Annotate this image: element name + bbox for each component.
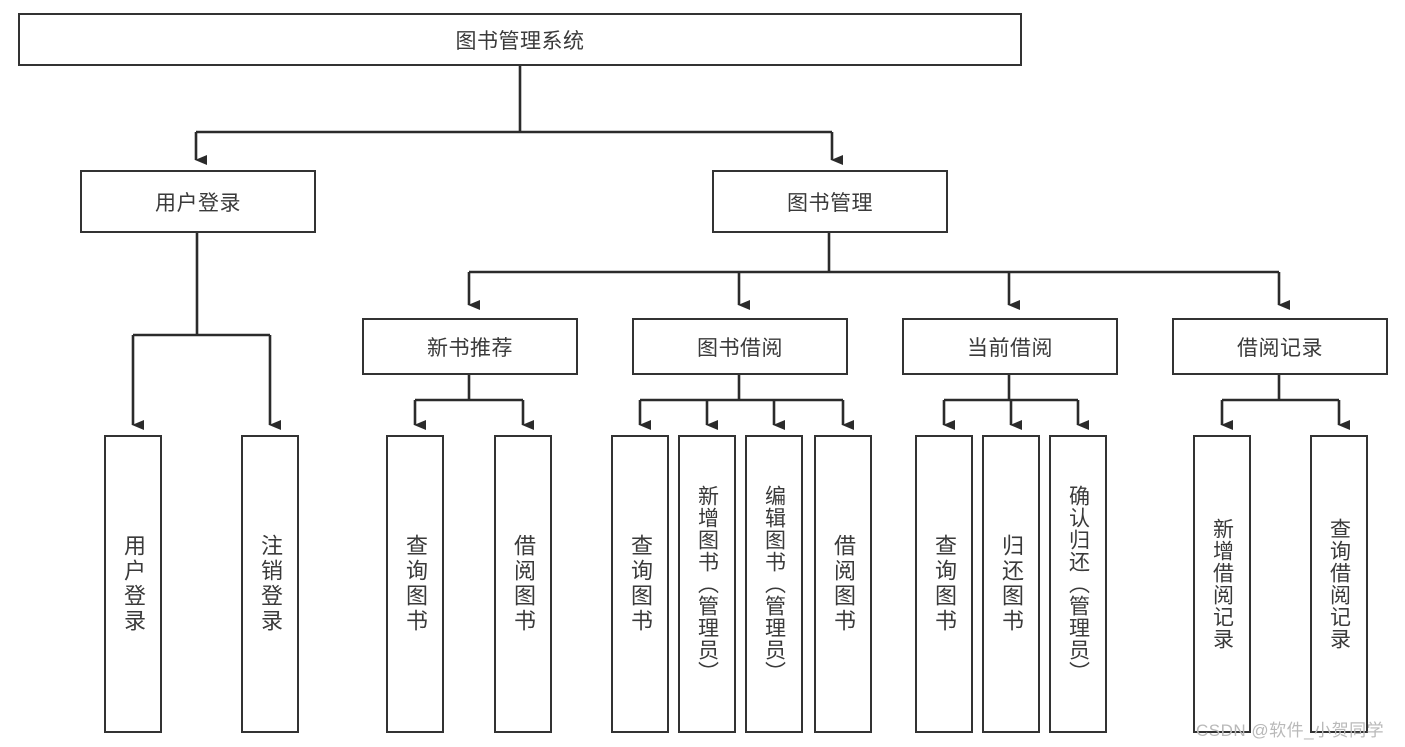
node-book-borrow[interactable]: 图书借阅	[632, 318, 848, 375]
leaf-borrowrecord-query-record[interactable]: 查询借阅记录	[1310, 435, 1368, 733]
leaf-user-login-signout[interactable]: 注销登录	[241, 435, 299, 733]
leaf-bookborrow-edit-book-admin[interactable]: 编辑图书（管理员）	[745, 435, 803, 733]
node-borrow-record[interactable]: 借阅记录	[1172, 318, 1388, 375]
leaf-currentborrow-query-book[interactable]: 查询图书	[915, 435, 973, 733]
leaf-bookborrow-borrow-book[interactable]: 借阅图书	[814, 435, 872, 733]
leaf-currentborrow-confirm-return-admin[interactable]: 确认归还（管理员）	[1049, 435, 1107, 733]
node-new-book-recommend[interactable]: 新书推荐	[362, 318, 578, 375]
node-root-system[interactable]: 图书管理系统	[18, 13, 1022, 66]
node-current-borrow[interactable]: 当前借阅	[902, 318, 1118, 375]
leaf-currentborrow-return-book[interactable]: 归还图书	[982, 435, 1040, 733]
leaf-bookborrow-add-book-admin[interactable]: 新增图书（管理员）	[678, 435, 736, 733]
node-user-login[interactable]: 用户登录	[80, 170, 316, 233]
leaf-newbook-query-book[interactable]: 查询图书	[386, 435, 444, 733]
watermark-credit: CSDN @软件_小贺同学	[1196, 721, 1385, 740]
leaf-borrowrecord-add-record[interactable]: 新增借阅记录	[1193, 435, 1251, 733]
node-book-management[interactable]: 图书管理	[712, 170, 948, 233]
leaf-user-login-signin[interactable]: 用户登录	[104, 435, 162, 733]
leaf-newbook-borrow-book[interactable]: 借阅图书	[494, 435, 552, 733]
leaf-bookborrow-query-book[interactable]: 查询图书	[611, 435, 669, 733]
